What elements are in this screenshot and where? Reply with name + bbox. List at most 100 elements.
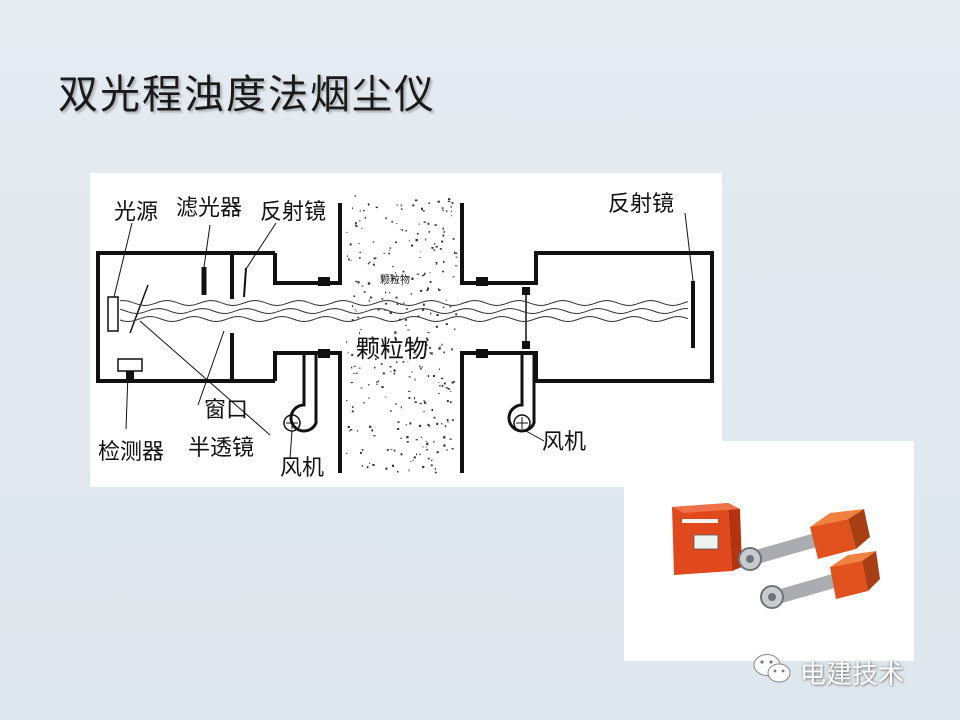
dust-particle [443,306,445,308]
dust-particle [355,222,357,225]
dust-particle [429,352,431,354]
light-beams [119,299,689,323]
dust-particle [426,440,428,442]
dust-particle [377,308,380,311]
dust-particle [350,382,353,384]
dust-particle [405,230,407,232]
dust-particle [419,257,421,258]
dust-particle [426,344,428,347]
dust-particle [438,289,441,291]
dust-particle [413,349,416,352]
opacity-meter-diagram: 光源 滤光器 反射镜 反射镜 颗粒物 颗粒物 窗口 检测器 半透镜 风机 风机 [96,192,714,481]
particle-cloud [346,195,458,474]
dust-particle [373,435,376,437]
dust-particle [419,453,421,455]
dust-particle [356,430,359,432]
dust-particle [375,206,378,209]
dust-particle [417,315,419,318]
dust-particle [442,227,444,230]
dust-particle [411,277,414,280]
dust-particle [393,372,396,375]
dust-particle [381,386,384,388]
dust-particle [430,464,433,467]
dust-particle [355,225,358,228]
dust-particle [366,466,369,469]
dust-particle [361,285,364,287]
dust-particle [441,240,444,243]
dust-particle [427,423,430,427]
dust-particle [368,204,370,206]
dust-particle [393,449,396,452]
sensor-head-upper [738,509,870,571]
label-fan-left: 风机 [280,456,324,481]
dust-particle [360,451,362,454]
dust-particle [369,425,372,428]
label-particles-large: 颗粒物 [356,335,428,363]
dust-particle [410,293,412,295]
dust-particle [440,377,444,380]
dust-particle [390,274,392,276]
dust-particle [407,361,409,363]
dust-particle [359,209,361,212]
dust-particle [393,277,396,280]
dust-particle [435,262,438,263]
dust-particle [428,230,430,233]
dust-particle [447,421,449,423]
light-source-lamp [107,296,119,332]
dust-particle [395,296,398,299]
dust-particle [438,381,440,383]
dust-particle [414,401,417,403]
dust-particle [356,345,359,348]
dust-particle [431,246,434,249]
dust-particle [353,365,356,367]
dust-particle [445,387,448,389]
light-beam [119,299,689,307]
watermark-text: 电建技术 [800,659,905,690]
dust-particle [352,305,353,308]
dust-particle [443,382,446,385]
dust-particle [422,308,425,311]
dust-particle [415,439,418,441]
dust-particle [450,391,452,392]
dust-particle [353,372,355,374]
dust-particle [430,352,433,355]
dust-particle [418,424,422,427]
dust-particle [443,230,445,233]
dust-particle [396,223,398,225]
dust-particle [366,343,368,345]
dust-particle [443,351,445,353]
dust-particle [376,384,378,385]
dust-particle [430,312,432,315]
dust-particle [412,459,414,461]
dust-particle [359,220,361,222]
dust-particle [452,276,455,278]
dust-particle [425,238,427,241]
dust-particle [347,351,349,354]
dust-particle [373,257,376,260]
dust-particle [385,467,388,470]
dust-particle [455,252,458,254]
dust-particle [396,428,400,430]
dust-particle [389,366,392,368]
diagram-panel: 光源 滤光器 反射镜 反射镜 颗粒物 颗粒物 窗口 检测器 半透镜 风机 风机 [90,173,722,487]
dust-particle [360,227,363,229]
dust-particle [368,261,371,263]
dust-particle [404,319,408,321]
dust-particle [351,410,354,413]
leader-lines [113,212,694,460]
dust-particle [437,393,440,394]
dust-particle [454,251,456,254]
dust-particle [437,200,440,203]
dust-particle [450,205,452,208]
dust-particle [429,281,432,283]
dust-particle [441,343,443,346]
dust-particle [354,225,356,227]
left-fan [283,353,318,433]
product-photo [672,503,880,609]
dust-particle [435,246,438,248]
dust-particle [356,372,358,375]
dust-particle [400,437,403,439]
dust-particle [397,470,399,473]
dust-particle [449,306,452,308]
dust-particle [426,288,429,291]
